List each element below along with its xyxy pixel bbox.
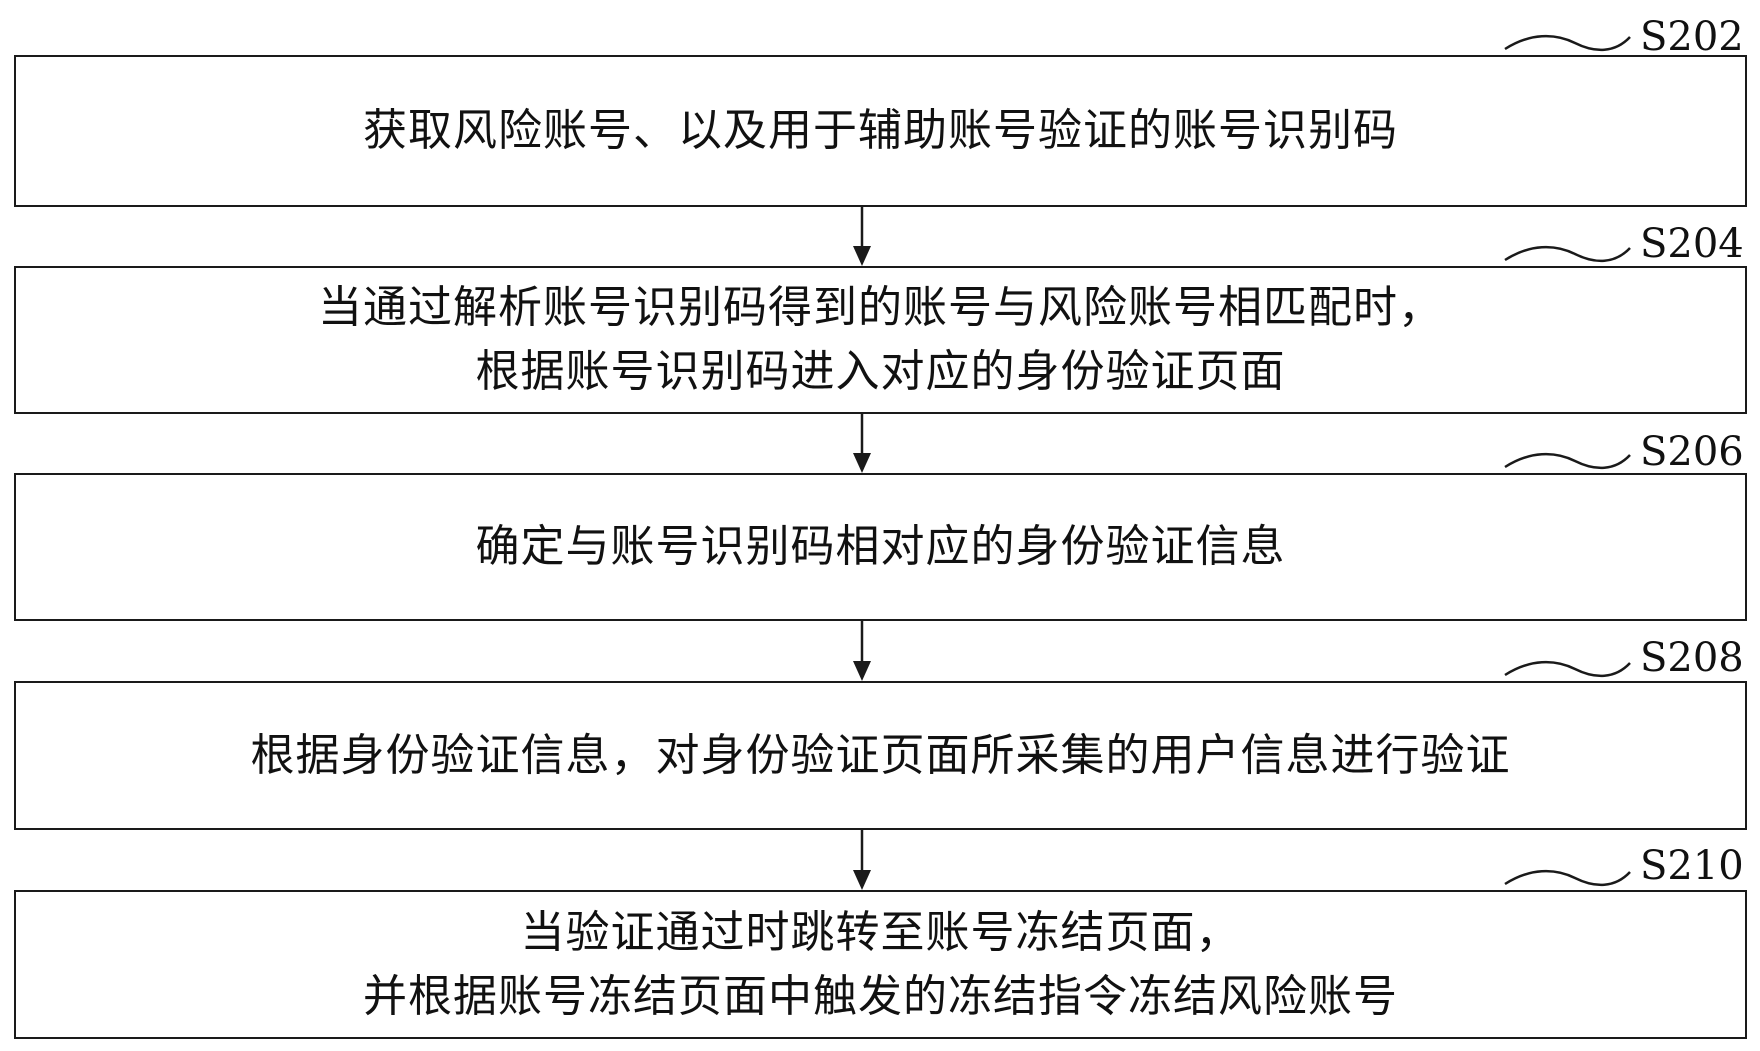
step-leader-tilde (1504, 245, 1631, 263)
step-s204-line-2: 根据账号识别码进入对应的身份验证页面 (475, 346, 1286, 397)
step-leader-tilde (1504, 34, 1631, 52)
step-label-s204: S204 (1640, 221, 1744, 267)
arrowhead-icon (853, 246, 871, 266)
step-s204-line-1: 当通过解析账号识别码得到的账号与风险账号相匹配时， (318, 282, 1443, 333)
arrowhead-icon (853, 453, 871, 473)
step-label-s202: S202 (1640, 14, 1744, 60)
step-box-s210: 当验证通过时跳转至账号冻结页面， 并根据账号冻结页面中触发的冻结指令冻结风险账号 (14, 890, 1747, 1039)
step-leader-tilde (1504, 869, 1631, 887)
step-box-s204: 当通过解析账号识别码得到的账号与风险账号相匹配时， 根据账号识别码进入对应的身份… (14, 266, 1747, 414)
step-label-s206: S206 (1640, 429, 1744, 475)
arrowhead-icon (853, 870, 871, 890)
step-s210-line-1: 当验证通过时跳转至账号冻结页面， (520, 906, 1241, 958)
step-leader-tilde (1504, 660, 1631, 678)
step-box-s206: 确定与账号识别码相对应的身份验证信息 (14, 473, 1747, 621)
step-leader-tilde (1504, 452, 1631, 470)
step-s208-line-1: 根据身份验证信息，对身份验证页面所采集的用户信息进行验证 (250, 729, 1511, 781)
step-box-s208: 根据身份验证信息，对身份验证页面所采集的用户信息进行验证 (14, 681, 1747, 830)
step-label-s208: S208 (1640, 635, 1744, 681)
step-box-s202: 获取风险账号、以及用于辅助账号验证的账号识别码 (14, 55, 1747, 207)
step-s206-line-1: 确定与账号识别码相对应的身份验证信息 (475, 521, 1286, 572)
step-label-s210: S210 (1640, 843, 1744, 889)
arrowhead-icon (853, 661, 871, 681)
step-s202-line-1: 获取风险账号、以及用于辅助账号验证的账号识别码 (363, 105, 1398, 156)
step-s210-line-2: 并根据账号冻结页面中触发的冻结指令冻结风险账号 (363, 970, 1398, 1022)
